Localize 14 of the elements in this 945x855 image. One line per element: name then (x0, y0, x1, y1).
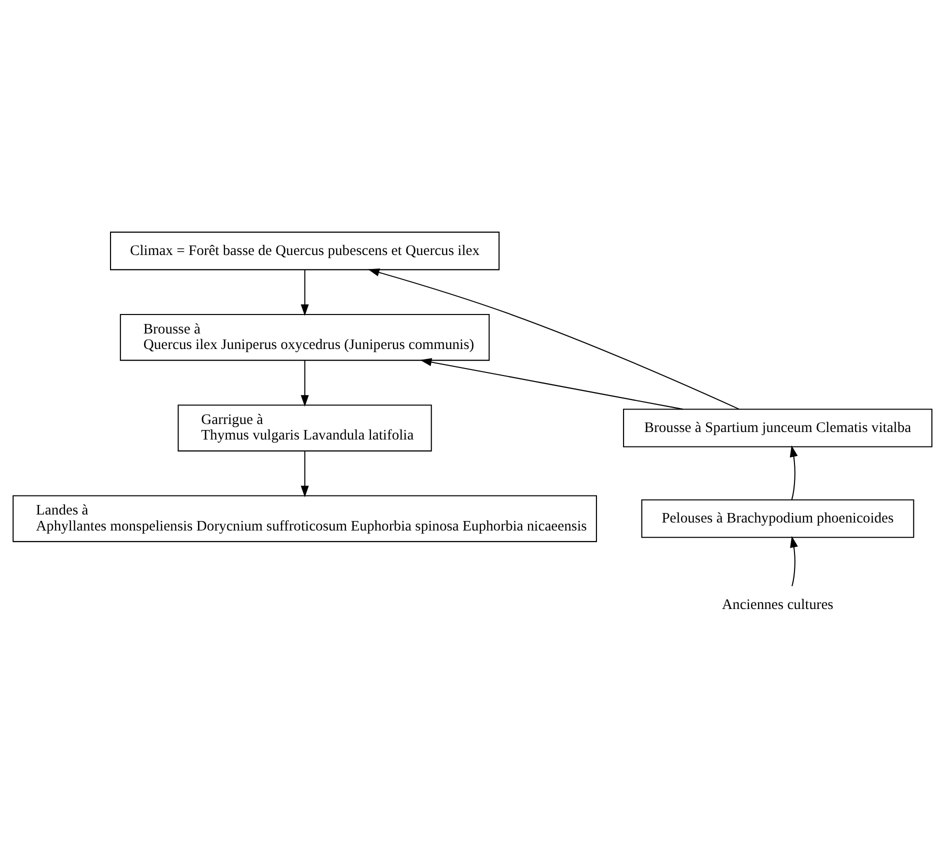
node-box: Brousse à Spartium junceum Clematis vitalba (623, 408, 932, 447)
node-box: Landes à Aphyllantes monspeliensis Dorycnium suffroticosum Euphorbia spinosa Euphorbia nicaeensis (12, 494, 597, 542)
node-box: Brousse à Quercus ilex Juniperus oxycedrus (Juniperus communis) (120, 313, 490, 360)
arrow (300, 360, 309, 406)
arrow (790, 444, 798, 500)
arrow (300, 450, 309, 497)
node-box: Climax = Forêt basse de Quercus pubescens et Quercus ilex (110, 231, 500, 270)
node-text: Anciennes cultures (722, 596, 834, 612)
node-box: Pelouses à Brachypodium phoenicoides (641, 498, 914, 538)
arrow (790, 536, 798, 586)
arrow (420, 358, 683, 410)
arrow (300, 269, 309, 316)
arrow (368, 268, 740, 410)
node-box: Garrigue à Thymus vulgaris Lavandula latifolia (178, 404, 432, 451)
